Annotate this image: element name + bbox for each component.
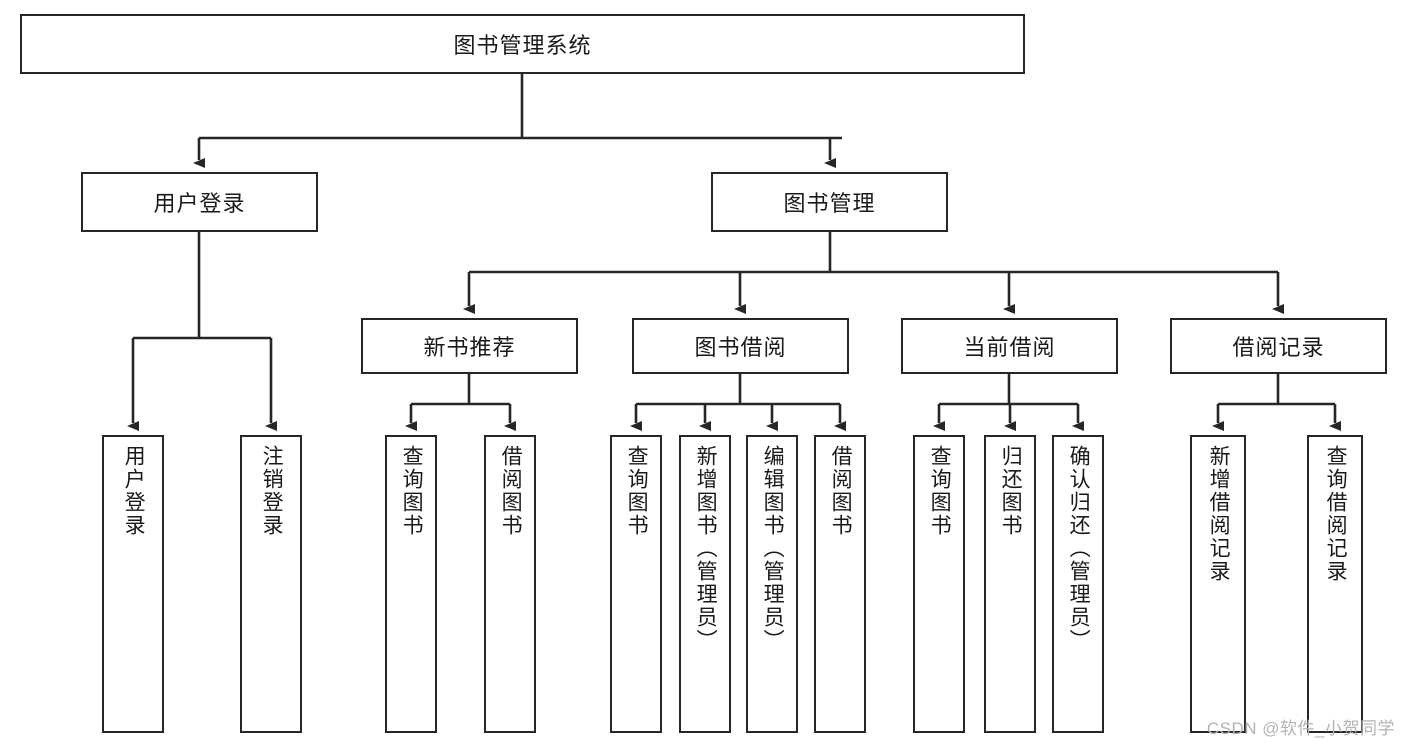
- node-book-management[interactable]: 图书管理: [711, 172, 948, 232]
- node-user-login[interactable]: 用户登录: [81, 172, 318, 232]
- leaf-logout-label: 注销登录: [260, 445, 284, 537]
- leaf-user-login-label: 用户登录: [122, 445, 146, 537]
- leaf-logout[interactable]: 注销登录: [240, 435, 302, 733]
- node-book-borrow-label: 图书借阅: [694, 335, 787, 360]
- node-new-book-recommend-label: 新书推荐: [423, 335, 516, 360]
- node-borrow-record[interactable]: 借阅记录: [1170, 318, 1387, 374]
- leaf-query-book-newbook-label: 查询图书: [400, 445, 424, 537]
- leaf-edit-book-admin-label: 编辑图书（管理员）: [761, 445, 785, 652]
- leaf-add-book-admin[interactable]: 新增图书（管理员）: [679, 435, 731, 733]
- leaf-edit-book-admin[interactable]: 编辑图书（管理员）: [746, 435, 798, 733]
- leaf-borrow-book-newbook[interactable]: 借阅图书: [484, 435, 536, 733]
- leaf-query-book-borrow[interactable]: 查询图书: [610, 435, 662, 733]
- leaf-query-book-current-label: 查询图书: [928, 445, 952, 537]
- node-current-borrow-label: 当前借阅: [963, 335, 1056, 360]
- leaf-query-borrow-record-label: 查询借阅记录: [1324, 445, 1348, 583]
- leaf-borrow-book-newbook-label: 借阅图书: [499, 445, 523, 537]
- node-new-book-recommend[interactable]: 新书推荐: [361, 318, 578, 374]
- watermark: CSDN @软件_小贺同学: [1206, 719, 1395, 738]
- node-book-borrow[interactable]: 图书借阅: [632, 318, 849, 374]
- leaf-query-book-newbook[interactable]: 查询图书: [385, 435, 437, 733]
- leaf-query-book-borrow-label: 查询图书: [625, 445, 649, 537]
- leaf-add-borrow-record-label: 新增借阅记录: [1207, 445, 1231, 583]
- node-root-label: 图书管理系统: [453, 33, 592, 58]
- node-current-borrow[interactable]: 当前借阅: [901, 318, 1118, 374]
- node-borrow-record-label: 借阅记录: [1232, 335, 1325, 360]
- leaf-add-borrow-record[interactable]: 新增借阅记录: [1190, 435, 1246, 733]
- node-root[interactable]: 图书管理系统: [20, 14, 1025, 74]
- leaf-borrow-book[interactable]: 借阅图书: [814, 435, 866, 733]
- leaf-return-book[interactable]: 归还图书: [984, 435, 1036, 733]
- leaf-user-login[interactable]: 用户登录: [102, 435, 164, 733]
- node-user-login-label: 用户登录: [153, 191, 246, 216]
- leaf-add-book-admin-label: 新增图书（管理员）: [694, 445, 718, 652]
- leaf-borrow-book-label: 借阅图书: [829, 445, 853, 537]
- leaf-query-book-current[interactable]: 查询图书: [913, 435, 965, 733]
- leaf-return-book-label: 归还图书: [999, 445, 1023, 537]
- leaf-query-borrow-record[interactable]: 查询借阅记录: [1307, 435, 1363, 733]
- leaf-confirm-return-admin-label: 确认归还（管理员）: [1067, 445, 1091, 652]
- leaf-confirm-return-admin[interactable]: 确认归还（管理员）: [1052, 435, 1104, 733]
- node-book-management-label: 图书管理: [783, 191, 876, 216]
